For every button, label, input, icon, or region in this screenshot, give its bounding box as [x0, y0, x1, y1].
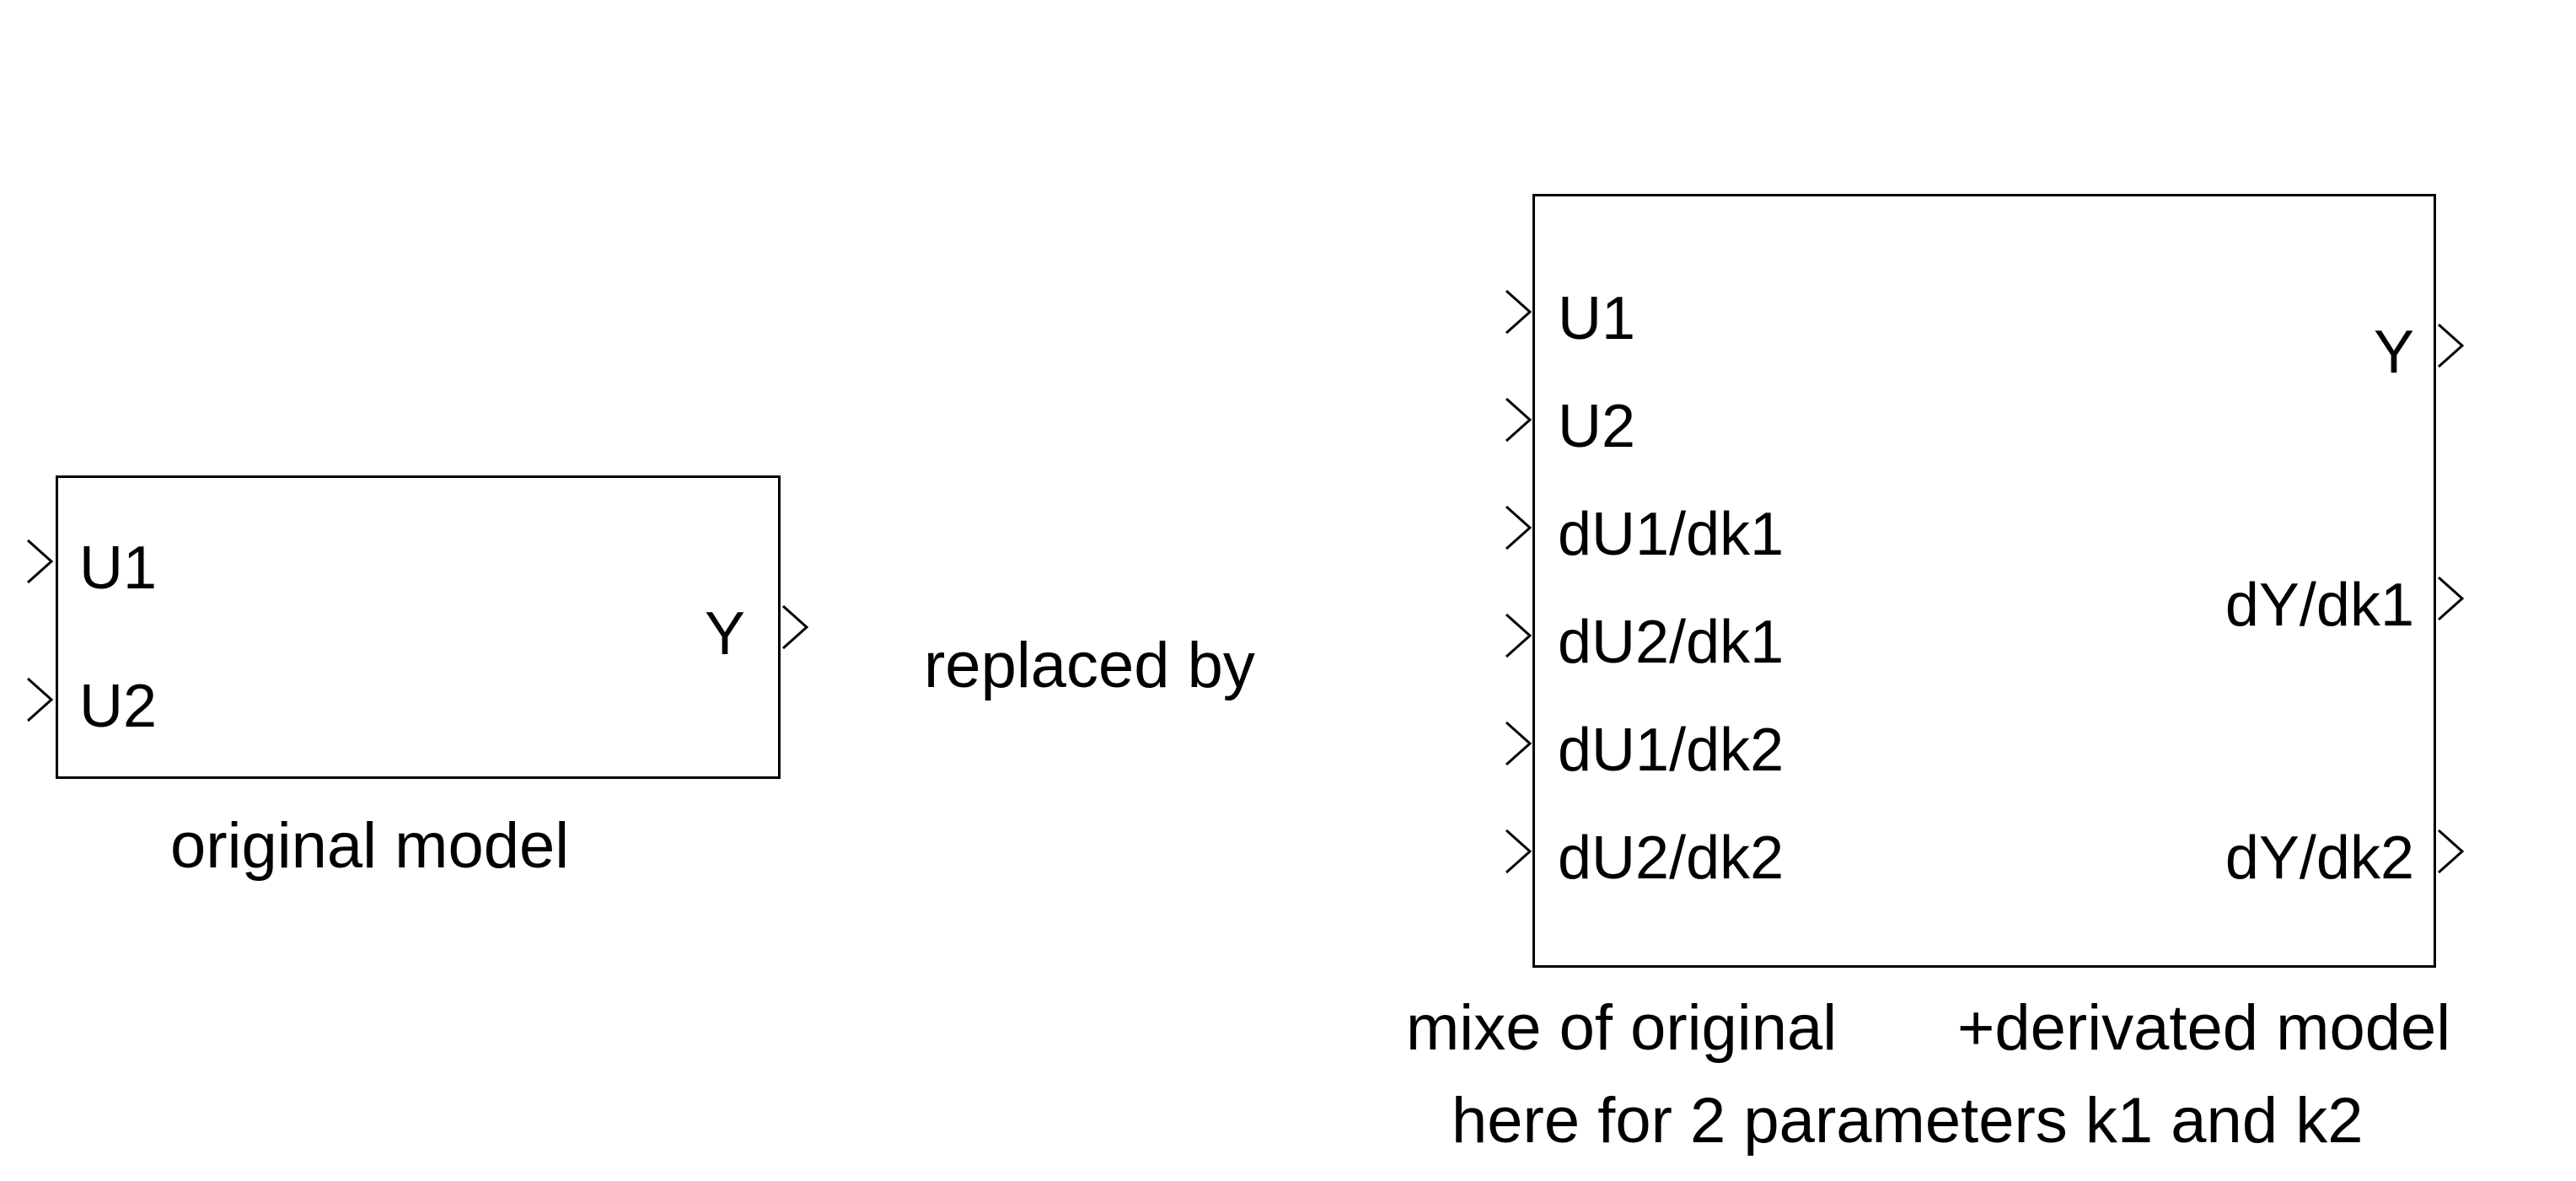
original-output-label-y: Y	[705, 600, 746, 668]
original-input-label-u2: U2	[79, 673, 158, 740]
mixed-input-port-du2-dk2[interactable]	[1504, 828, 1532, 875]
mixed-output-port-dy-dk2[interactable]	[2436, 828, 2465, 875]
original-model-caption: original model	[170, 810, 570, 882]
mixed-output-label-dy-dk2: dY/dk2	[2224, 824, 2414, 892]
mixed-input-port-du1-dk2[interactable]	[1504, 720, 1532, 767]
original-model-block[interactable]	[56, 475, 781, 779]
original-output-port-y[interactable]	[781, 604, 809, 651]
mixed-input-label-du2-dk1: dU2/dk1	[1558, 609, 1784, 676]
mixed-input-label-du2-dk2: dU2/dk2	[1558, 824, 1784, 892]
mixed-input-port-du1-dk1[interactable]	[1504, 504, 1532, 551]
mixed-model-caption-line1-left: mixe of original	[1406, 992, 1838, 1064]
mixed-output-port-dy-dk1[interactable]	[2436, 575, 2465, 622]
mixed-input-label-du1-dk2: dU1/dk2	[1558, 717, 1784, 784]
mixed-model-caption-line2: here for 2 parameters k1 and k2	[1452, 1085, 2364, 1157]
original-input-port-u1[interactable]	[25, 538, 54, 585]
mixed-input-label-du1-dk1: dU1/dk1	[1558, 501, 1784, 568]
mixed-model-caption-line1-right: +derivated model	[1957, 992, 2451, 1064]
mixed-input-port-u1[interactable]	[1504, 288, 1532, 336]
original-input-port-u2[interactable]	[25, 676, 54, 723]
mixed-input-port-u2[interactable]	[1504, 396, 1532, 443]
replaced-by-text: replaced by	[924, 630, 1255, 701]
mixed-output-port-y[interactable]	[2436, 322, 2465, 369]
mixed-output-label-dy-dk1: dY/dk1	[2224, 572, 2414, 639]
mixed-output-label-y: Y	[2373, 319, 2414, 386]
mixed-model-block[interactable]	[1532, 194, 2436, 968]
mixed-input-label-u1: U1	[1558, 285, 1636, 352]
mixed-input-label-u2: U2	[1558, 393, 1636, 460]
original-input-label-u1: U1	[79, 534, 158, 602]
mixed-input-port-du2-dk1[interactable]	[1504, 612, 1532, 659]
